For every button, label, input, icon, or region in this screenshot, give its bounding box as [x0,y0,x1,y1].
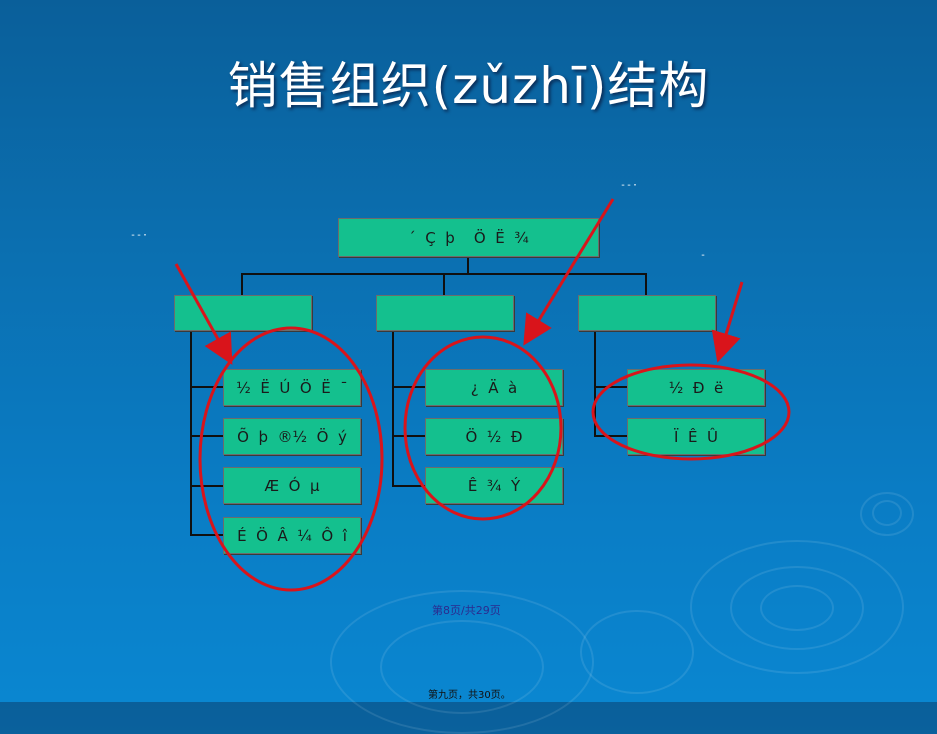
highlight-ellipse [198,326,384,592]
branch [190,386,224,388]
annotation-marker: --· [130,230,149,241]
water-ripple [690,540,904,674]
department-box [578,295,716,331]
group-spine [392,330,394,487]
branch [190,485,224,487]
annotation-marker: - [700,250,707,261]
water-ripple [860,492,914,536]
group-spine [190,330,192,536]
position-box: É Ö Â ¼ Ô î [223,517,361,554]
page-indicator: 第8页/共29页 [432,604,501,617]
branch [190,534,224,536]
red-annotations [174,198,791,592]
water-ripple [872,500,902,526]
branch [190,435,224,437]
group-spine [594,330,596,437]
branch [392,485,426,487]
position-box: Ï Ê Û [627,418,765,455]
branch [594,386,628,388]
position-box: Õ þ ®½ Ö ý [223,418,361,455]
water-ripple [730,566,864,650]
root-connector [467,256,469,274]
position-box: Ê ¾ Ý [425,467,563,504]
slide-title: 销售组织(zǔzhī)结构 [227,57,710,115]
water-ripple [760,585,834,631]
annotation-arrow [523,198,615,346]
highlight-ellipse [403,335,563,521]
annotation-arrow [711,281,744,363]
highlight-ellipse [591,363,791,461]
position-box: ½ Ð ë [627,369,765,406]
position-box: Æ Ó µ [223,467,361,504]
annotation-arrow [174,263,233,365]
position-box: ½ Ë Ú Ö Ë ¯ [223,369,361,406]
branch [392,386,426,388]
level2-drop [443,273,445,296]
position-box: ¿ Ä à [425,369,563,406]
position-box: Ö ½ Ð [425,418,563,455]
department-box [376,295,514,331]
branch [594,435,628,437]
annotation-marker: --· [620,180,639,191]
level2-drop [241,273,243,296]
footer-text: 第九页，共30页。 [428,690,511,701]
org-root-box: ´ Ç þ Ö Ë ¾ [338,218,599,257]
level2-drop [645,273,647,296]
branch [392,435,426,437]
